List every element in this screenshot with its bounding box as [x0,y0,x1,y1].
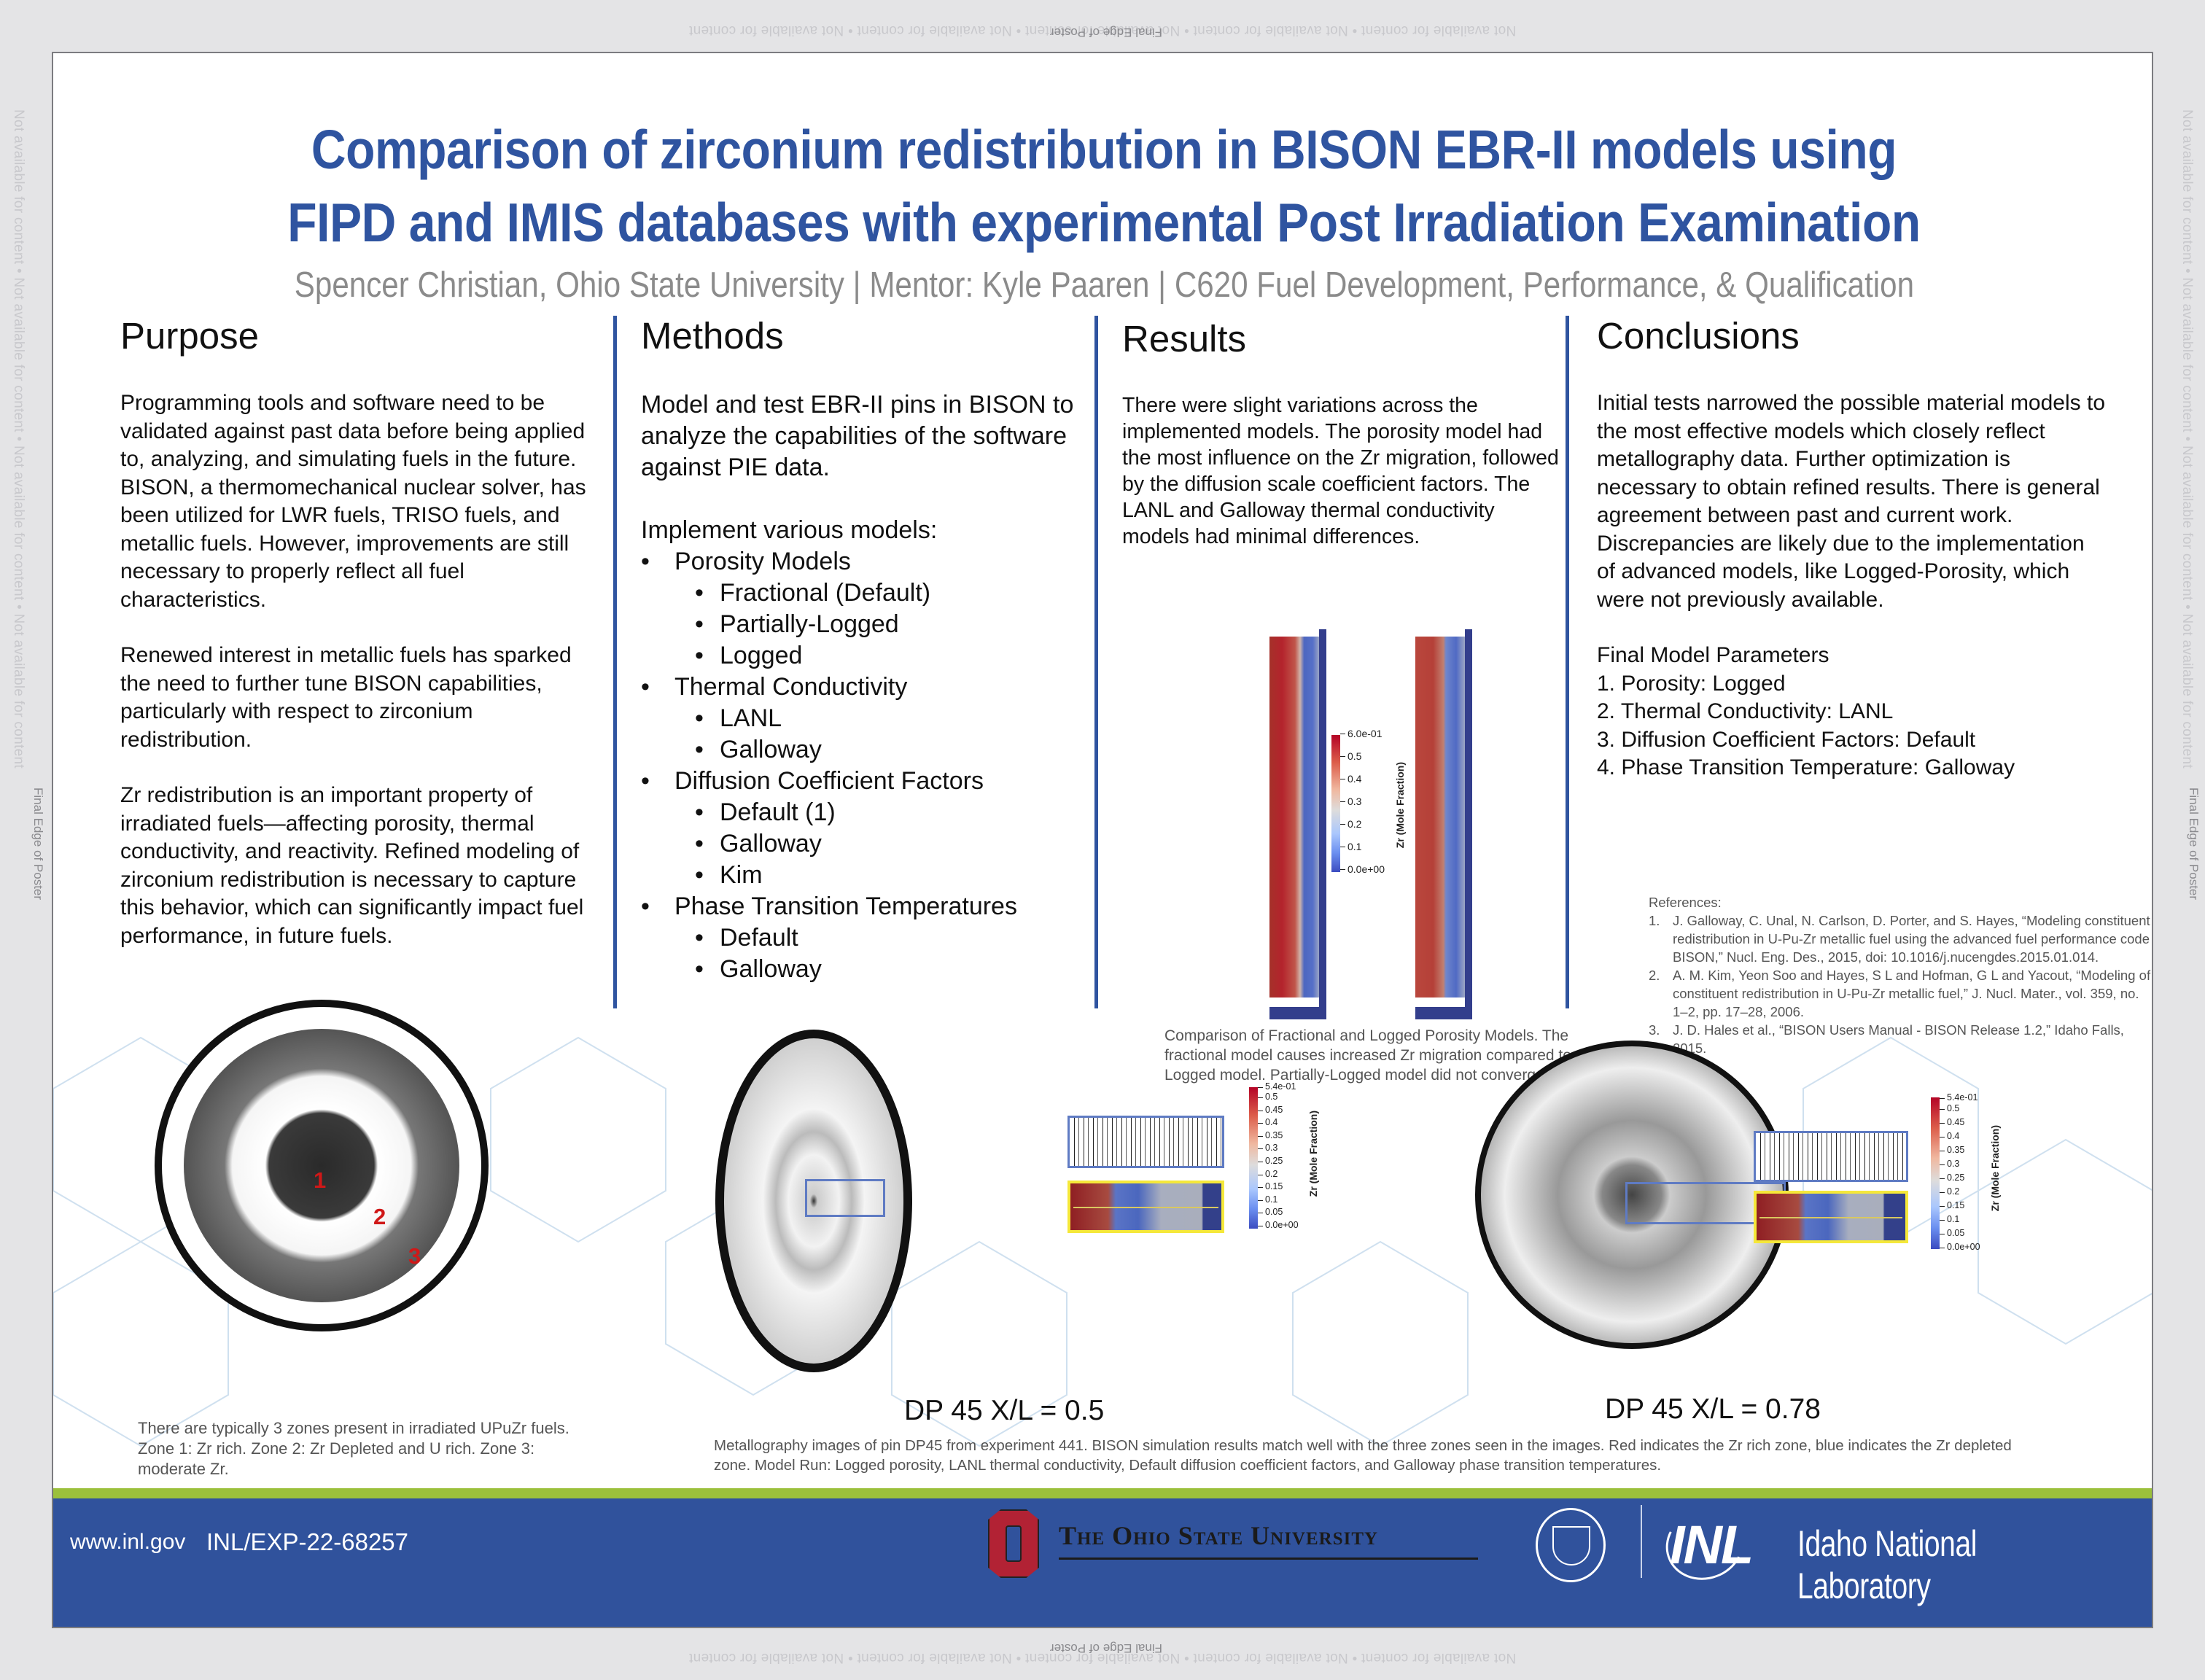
results-heading: Results [1122,318,1247,359]
conclusions-heading: Conclusions [1597,315,1800,357]
zr-colorbar [1331,735,1340,872]
methods-subitem: Kim [641,860,1086,891]
zr-colorbar-xl-0.5 [1249,1087,1258,1229]
methods-subitem: Galloway [641,954,1086,985]
reference-item: 1.J. Galloway, C. Unal, N. Carlson, D. P… [1649,913,2150,965]
methods-subitem: Fractional (Default) [641,578,1086,609]
methods-subitem: Partially-Logged [641,609,1086,640]
poster: Comparison of zirconium redistribution i… [52,52,2153,1628]
restricted-margin-left: Not available for content • Not availabl… [11,109,26,769]
final-params-title: Final Model Parameters [1597,643,1829,667]
purpose-paragraph: Zr redistribution is an important proper… [120,783,584,948]
author-line: Spencer Christian, Ohio State University… [294,265,1914,305]
methods-item: Phase Transition Temperatures [641,891,1086,922]
reference-item: 2.A. M. Kim, Yeon Soo and Hayes, S L and… [1649,968,2151,1019]
methods-item: Porosity Models [641,546,1086,578]
footer [53,1498,2152,1627]
methods-item: Thermal Conductivity [641,672,1086,703]
column-divider-1 [613,316,617,1008]
methods-subitem: Logged [641,640,1086,672]
methods-list-title: Implement various models: [641,516,938,544]
metallography-strip-xl-0.78 [1754,1131,1908,1182]
purpose-heading: Purpose [120,315,259,357]
logged-model-rod [1415,629,1472,1019]
inl-website-link[interactable]: www.inl.gov [70,1530,186,1554]
document-id: INL/EXP-22-68257 [206,1528,409,1555]
inl-logo-mark: INL [1670,1514,1754,1575]
methods-item: Diffusion Coefficient Factors [641,766,1086,797]
edge-label-right: Final Edge of Poster [2187,788,2201,901]
metallography-caption: Metallography images of pin DP45 from ex… [714,1437,2012,1474]
column-divider-3 [1566,316,1569,1008]
methods-intro: Model and test EBR-II pins in BISON to a… [641,391,1074,481]
zoom-region-box [805,1179,885,1217]
methods-section: Methods Model and test EBR-II pins in BI… [641,314,1086,985]
references: References: 1.J. Galloway, C. Unal, N. C… [1649,893,2152,1057]
column-divider-2 [1094,316,1098,1008]
metallography-image-xl-0.5 [715,1030,912,1372]
purpose-paragraph: Programming tools and software need to b… [120,391,586,612]
methods-subitem: Default [641,922,1086,954]
references-title: References: [1649,895,1722,910]
zone-label-1: 1 [314,1167,327,1193]
conclusions-text: Initial tests narrowed the possible mate… [1597,391,2106,612]
title-line-2: FIPD and IMIS databases with experimenta… [287,192,1921,253]
porosity-comparison-figure: 6.0e-01 0.5 0.4 0.3 0.2 0.1 0.0e+00 Zr (… [1213,629,1541,1019]
edge-label-left: Final Edge of Poster [31,788,45,901]
zone-label-3: 3 [408,1243,421,1269]
zones-caption: There are typically 3 zones present in i… [138,1419,569,1478]
zr-colorbar-title: Zr (Mole Fraction) [1394,762,1406,849]
methods-list: Porosity Models Fractional (Default) Par… [641,546,1086,985]
results-section: Results There were slight variations acr… [1122,317,1560,550]
simulation-strip-xl-0.78 [1754,1191,1908,1243]
metallography-image-xl-0.78 [1475,1041,1789,1349]
doe-seal-logo [1536,1508,1606,1582]
results-text: There were slight variations across the … [1122,394,1559,548]
reference-item: 3.J. D. Hales et al., “BISON Users Manua… [1649,1022,2124,1056]
metallography-strip-xl-0.5 [1068,1116,1224,1168]
osu-block-o-logo [988,1509,1039,1578]
methods-subitem: LANL [641,703,1086,734]
conclusions-section: Conclusions Initial tests narrowed the p… [1597,314,2107,782]
simulation-strip-xl-0.5 [1068,1181,1224,1233]
inl-wordmark: Idaho National Laboratory [1797,1523,1978,1606]
panel-label-xl-0.78: DP 45 X/L = 0.78 [1605,1393,1821,1425]
accent-bar [53,1488,2152,1498]
final-param: 1. Porosity: Logged [1597,671,1786,696]
zr-colorbar-title-xl-0.5: Zr (Mole Fraction) [1307,1111,1319,1197]
zr-colorbar-title-xl-0.78: Zr (Mole Fraction) [1989,1125,2001,1212]
osu-underline [1059,1558,1478,1560]
osu-wordmark: The Ohio State University [1059,1521,1379,1550]
methods-subitem: Galloway [641,828,1086,860]
final-param: 2. Thermal Conductivity: LANL [1597,699,1894,723]
logo-separator [1641,1505,1642,1578]
methods-subitem: Default (1) [641,797,1086,828]
fractional-model-rod [1269,629,1326,1019]
zone-label-2: 2 [373,1204,386,1229]
results-figure-caption: Comparison of Fractional and Logged Poro… [1164,1027,1571,1084]
restricted-margin-right: Not available for content • Not availabl… [2179,109,2195,769]
purpose-section: Purpose Programming tools and software n… [120,314,602,978]
zones-metallography-image: 1 2 3 [155,1000,489,1331]
poster-title: Comparison of zirconium redistribution i… [53,113,2152,259]
panel-label-xl-0.5: DP 45 X/L = 0.5 [904,1395,1105,1426]
edge-label-top: Final Edge of Poster [1050,26,1163,39]
final-param: 3. Diffusion Coefficient Factors: Defaul… [1597,727,1976,752]
purpose-paragraph: Renewed interest in metallic fuels has s… [120,643,572,752]
edge-label-bottom: Final Edge of Poster [1050,1641,1163,1655]
methods-heading: Methods [641,315,784,357]
title-line-1: Comparison of zirconium redistribution i… [311,119,1897,180]
final-param: 4. Phase Transition Temperature: Gallowa… [1597,755,2015,779]
zr-colorbar-xl-0.78 [1931,1097,1940,1249]
methods-subitem: Galloway [641,734,1086,766]
